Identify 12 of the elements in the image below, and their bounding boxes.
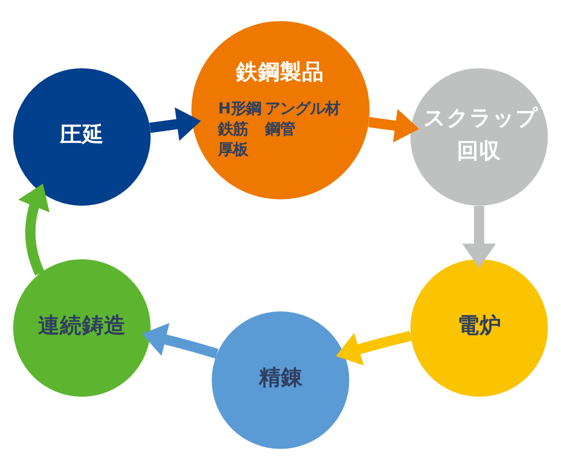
node-circle: 精錬: [212, 310, 350, 448]
arrow: [462, 206, 496, 268]
node-circle: 連続鋳造: [13, 258, 151, 396]
arrow: [336, 330, 412, 365]
arrow: [149, 106, 201, 140]
node-circle: 電炉: [410, 258, 548, 396]
arrow: [368, 108, 420, 142]
node-circle: 鉄鋼製品 H形鋼 アングル材 鉄筋 鋼管 厚板: [191, 20, 370, 199]
arrow: [142, 322, 218, 358]
arrow: [18, 183, 50, 275]
node-circle: スクラップ回収: [410, 68, 548, 206]
node-circle: 圧延: [13, 68, 151, 206]
